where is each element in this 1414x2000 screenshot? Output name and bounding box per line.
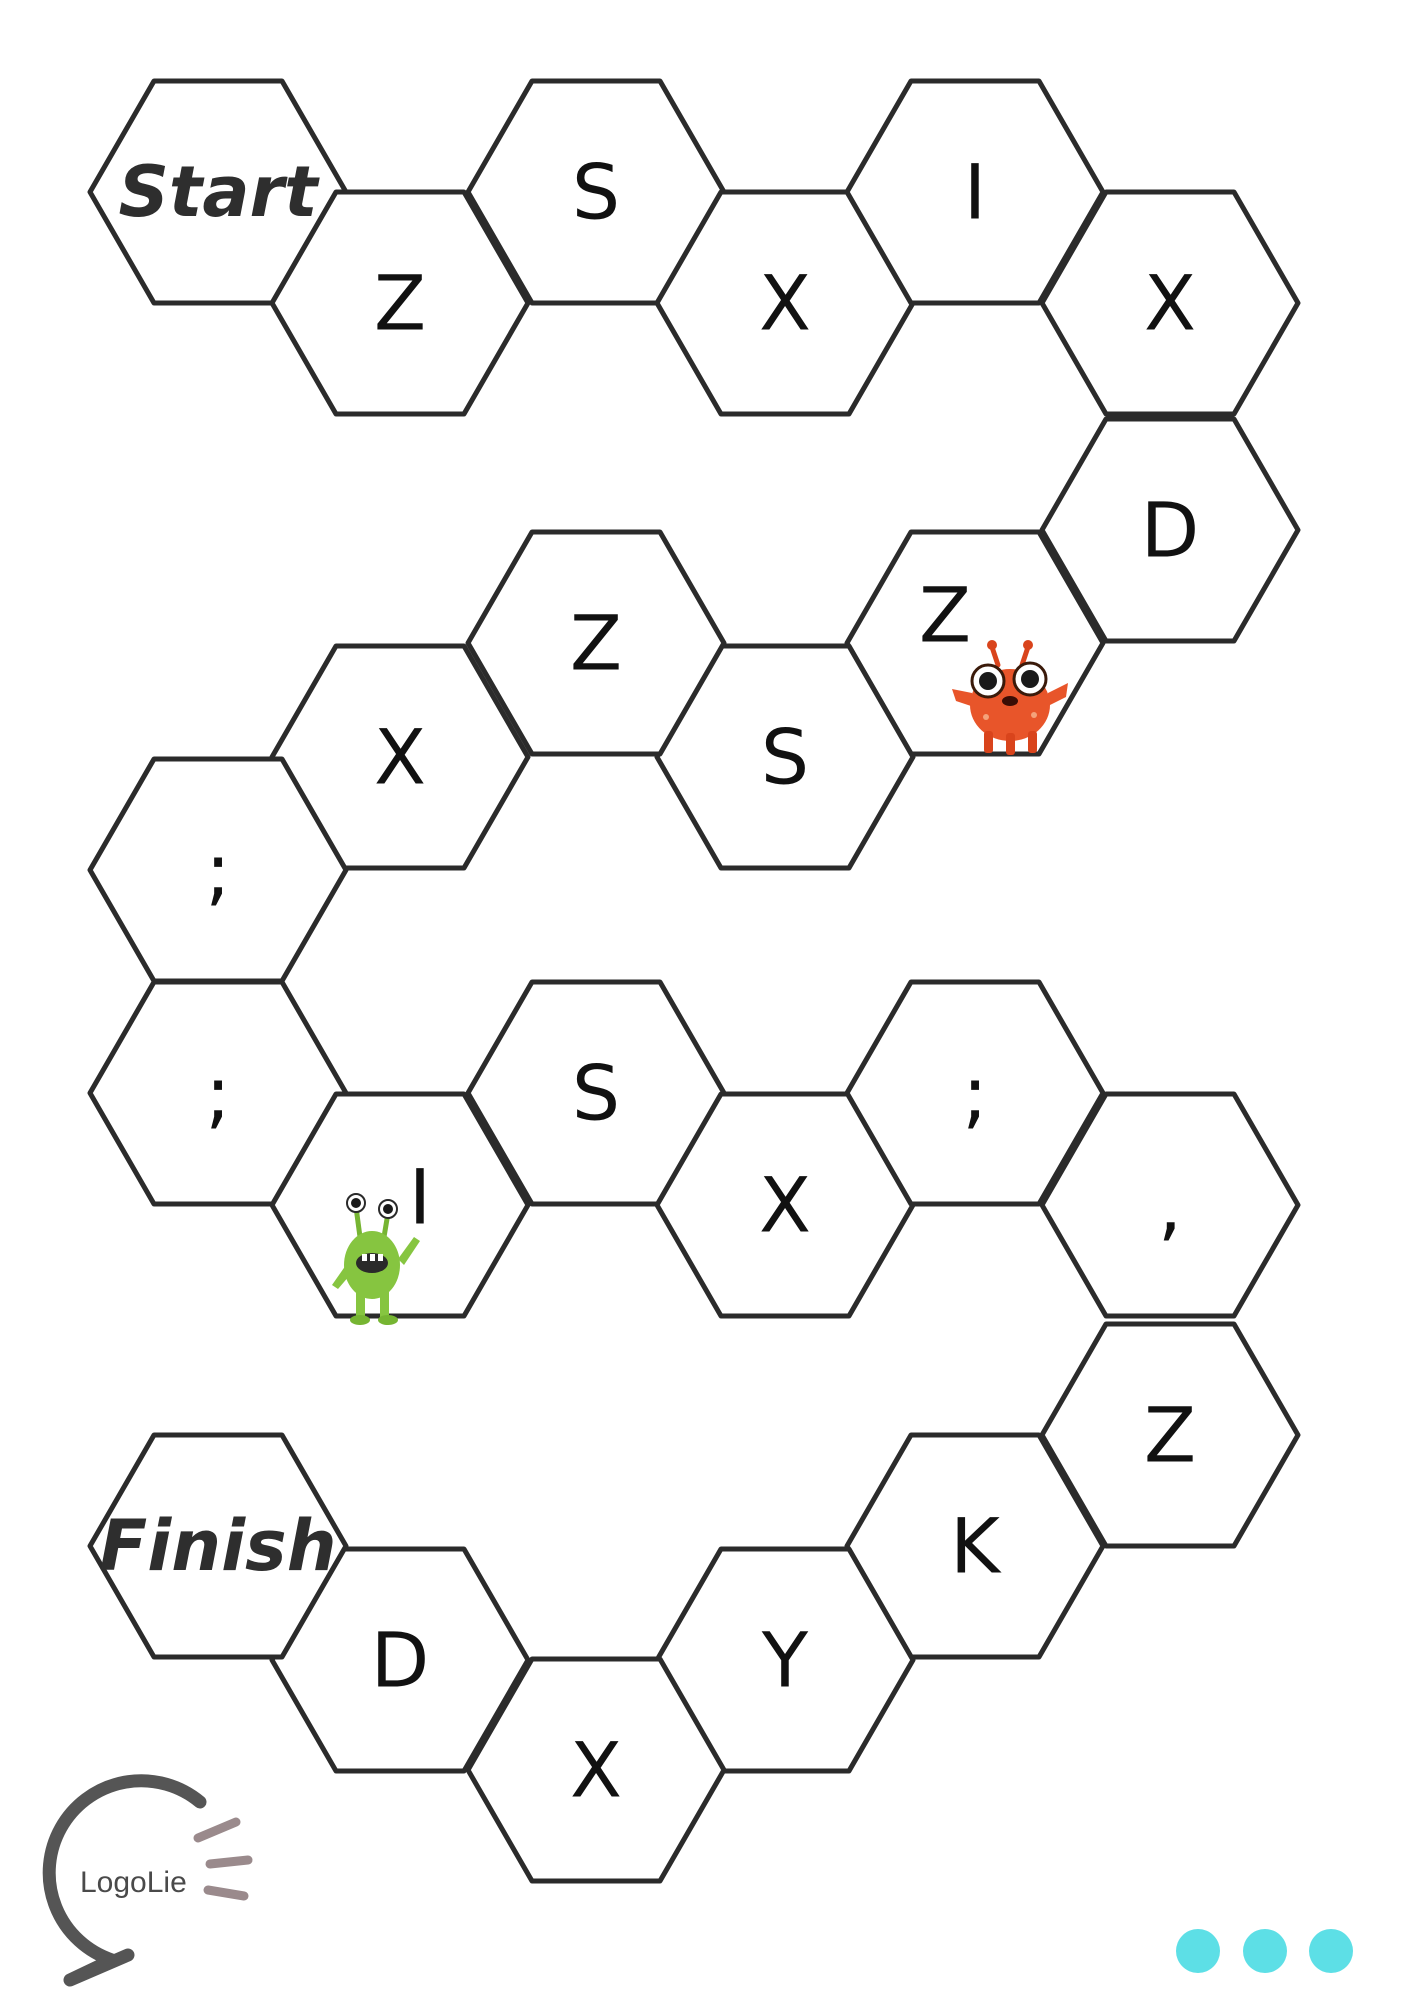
hex-label: Finish	[99, 1505, 336, 1587]
hex-shape	[465, 1656, 727, 1884]
hex-shape	[1039, 189, 1301, 417]
hex-label: ;	[962, 1049, 988, 1138]
hex-label: I	[964, 148, 986, 237]
hex-shape	[1039, 1091, 1301, 1319]
hex-label: D	[1141, 486, 1200, 575]
hex-label: X	[759, 259, 811, 348]
hex-label: I	[409, 1153, 431, 1242]
hex-cell-c15: X	[654, 1091, 916, 1319]
hex-label: K	[950, 1502, 1002, 1591]
hex-label: ,	[1158, 1161, 1182, 1250]
hex-shape	[1039, 1321, 1301, 1549]
hex-cell-c21: X	[465, 1656, 727, 1884]
hex-cell-c22: D	[269, 1546, 531, 1774]
hex-cell-c18: Z	[1039, 1321, 1301, 1549]
hex-shape	[269, 1091, 531, 1319]
hex-label: Z	[919, 571, 971, 660]
speech-bubble-icon	[42, 1774, 207, 1987]
hex-cell-c06: D	[1039, 416, 1301, 644]
hex-cell-c14: S	[465, 979, 727, 1207]
logo: LogoLie	[42, 1774, 253, 1987]
hex-shape	[844, 979, 1106, 1207]
hex-cell-c04: I	[844, 78, 1106, 306]
hex-shape	[87, 1432, 349, 1660]
hex-label: D	[371, 1616, 430, 1705]
hex-shape	[844, 78, 1106, 306]
hex-cell-c20: Y	[654, 1546, 916, 1774]
hex-cell-c13: I	[269, 1091, 531, 1319]
hex-cell-finish: Finish	[87, 1432, 349, 1660]
logo-text: LogoLie	[80, 1866, 187, 1899]
hex-label: S	[572, 148, 620, 237]
hex-label: Start	[118, 151, 320, 233]
hex-label: X	[1144, 259, 1196, 348]
hex-label: S	[572, 1049, 620, 1138]
hex-label: X	[759, 1161, 811, 1250]
orange-monster-icon	[952, 640, 1068, 755]
hex-label: ;	[205, 1049, 231, 1138]
hex-label: Y	[761, 1616, 809, 1705]
hex-cell-c03: X	[654, 189, 916, 417]
hex-label: Z	[570, 599, 622, 688]
hex-shape	[1039, 416, 1301, 644]
hex-cell-c19: K	[844, 1432, 1106, 1660]
hex-cell-c16: ;	[844, 979, 1106, 1207]
hex-shape	[269, 189, 531, 417]
hex-cell-c05: X	[1039, 189, 1301, 417]
hex-shape	[465, 529, 727, 757]
hex-label: ;	[205, 826, 231, 915]
hex-label: S	[761, 713, 809, 802]
hex-label: X	[570, 1726, 622, 1815]
hex-cell-c10: X	[269, 643, 531, 871]
hex-label: X	[374, 713, 426, 802]
hex-cell-c17: ,	[1039, 1091, 1301, 1319]
green-monster-icon	[332, 1193, 420, 1325]
hex-cell-c09: Z	[465, 529, 727, 757]
hex-cell-c01: Z	[269, 189, 531, 417]
hex-label: Z	[374, 259, 426, 348]
hex-label: Z	[1144, 1391, 1196, 1480]
decorative-dots	[1176, 1929, 1353, 1973]
hex-cell-start: Start	[87, 78, 349, 306]
